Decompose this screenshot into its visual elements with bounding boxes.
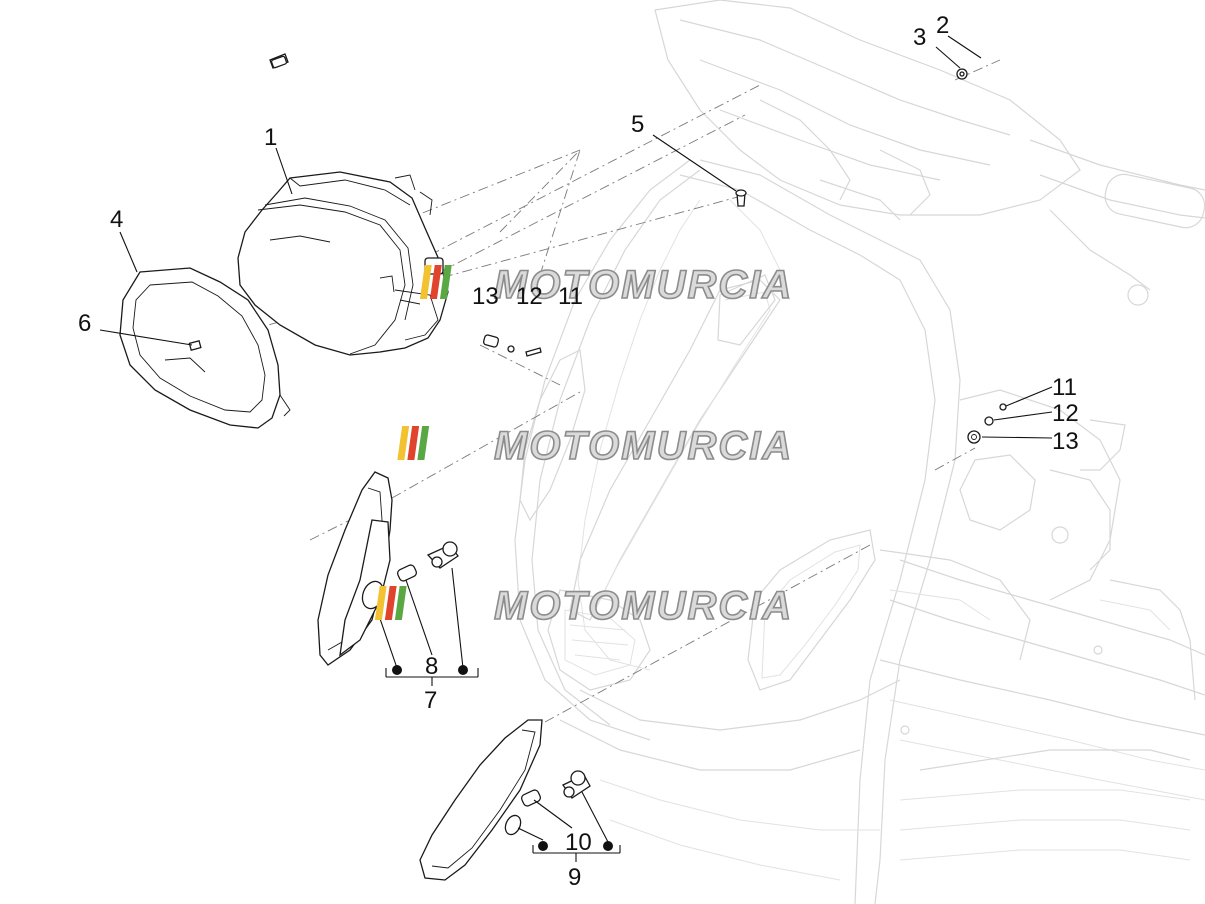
callout-13-left: 13 xyxy=(472,283,499,310)
callout-leader-lines xyxy=(99,35,1053,862)
bracket-dots xyxy=(392,665,613,851)
watermark-text-bottom: MOTOMURCIA xyxy=(494,584,793,628)
watermark-text-middle: MOTOMURCIA xyxy=(494,424,793,468)
headlight-trim-frame xyxy=(119,267,291,429)
callout-5: 5 xyxy=(631,111,644,138)
callout-4: 4 xyxy=(110,206,123,233)
callout-10: 10 xyxy=(565,829,592,856)
right-turn-signal xyxy=(419,719,591,881)
watermark-bottom: MOTOMURCIA xyxy=(374,583,793,629)
left-turn-signal xyxy=(317,471,459,666)
scooter-body-outline xyxy=(514,0,1205,904)
callout-7: 7 xyxy=(424,687,437,714)
callout-1: 1 xyxy=(264,124,277,151)
callout-8: 8 xyxy=(425,653,438,680)
callout-9: 9 xyxy=(568,864,581,891)
callout-12-left: 12 xyxy=(516,283,543,310)
watermark-middle: MOTOMURCIA xyxy=(397,423,793,469)
callout-labels: 1 2 3 4 5 6 7 8 9 10 13 12 11 11 12 13 xyxy=(78,12,1079,891)
watermark-top: MOTOMURCIA xyxy=(419,262,793,308)
callout-11-right: 11 xyxy=(1052,374,1077,401)
callout-2: 2 xyxy=(936,12,949,39)
callout-13-right: 13 xyxy=(1052,428,1079,455)
hardware-screws xyxy=(269,53,1007,444)
headlight-unit xyxy=(237,171,449,356)
callout-11-left: 11 xyxy=(558,283,583,310)
callout-12-right: 12 xyxy=(1052,400,1079,427)
watermark-text-top: MOTOMURCIA xyxy=(494,263,793,307)
callout-6: 6 xyxy=(78,310,91,337)
callout-3: 3 xyxy=(913,24,926,51)
